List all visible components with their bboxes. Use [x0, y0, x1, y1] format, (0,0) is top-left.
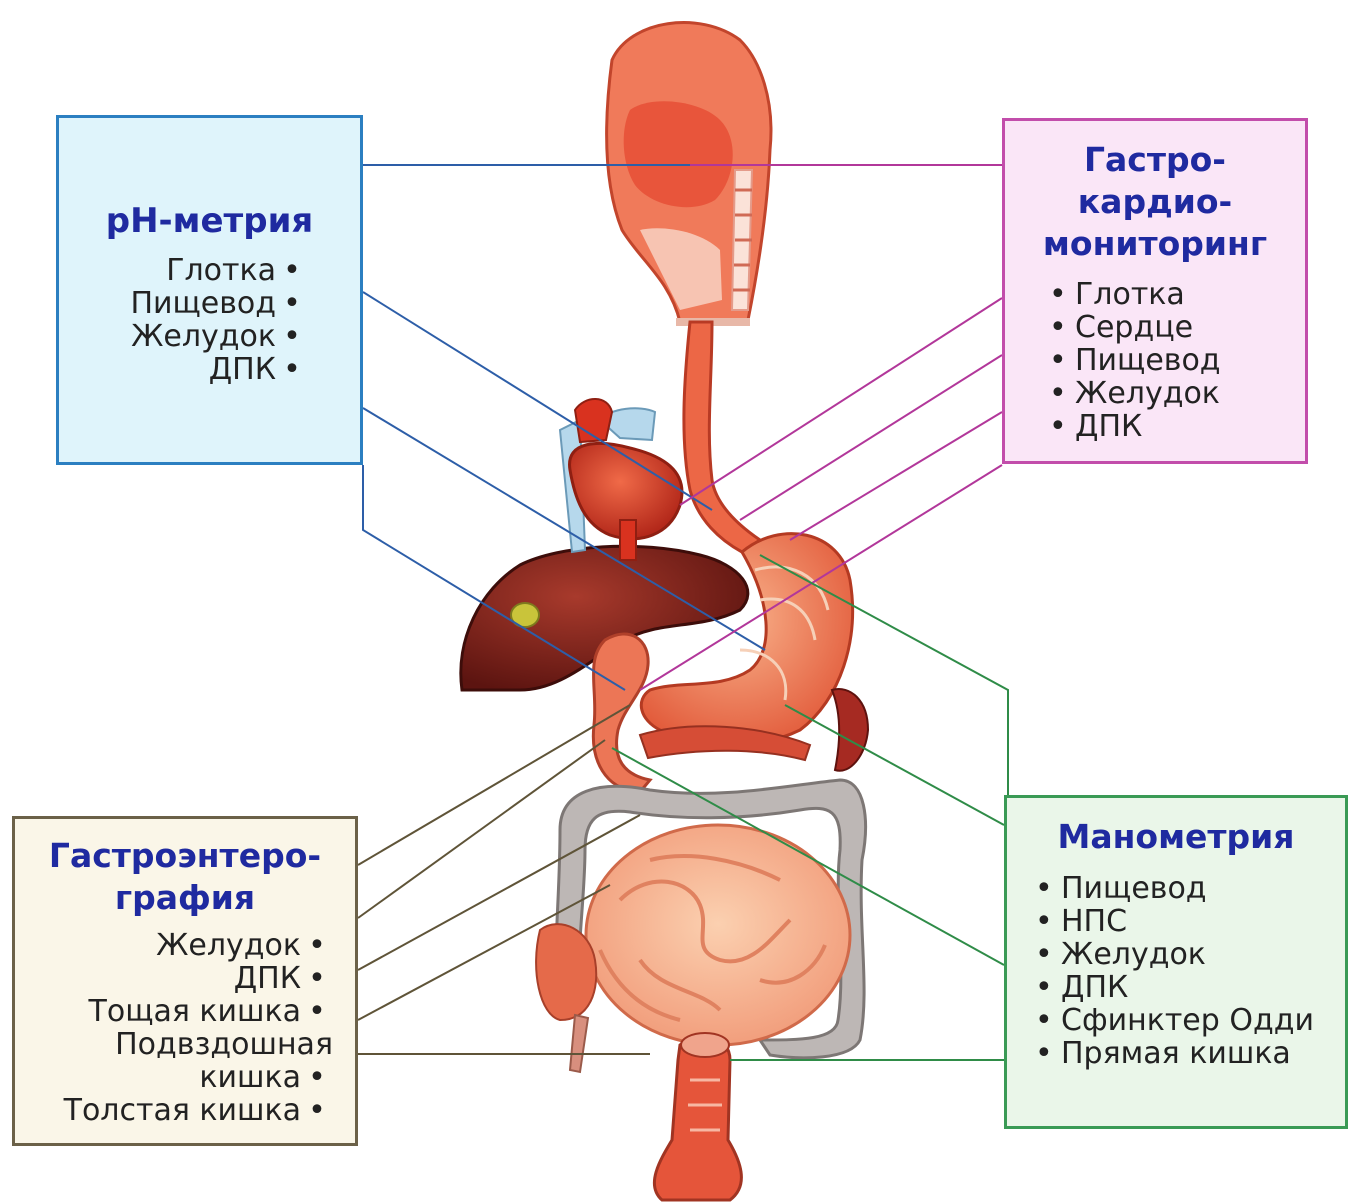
ph-metry-title: рН-метрия: [59, 200, 360, 244]
list-item: Желудок: [15, 929, 333, 962]
list-item: ДПК: [59, 353, 308, 386]
list-item: Прямая кишка: [1035, 1037, 1345, 1070]
list-item: Пищевод: [59, 287, 308, 320]
gastrocardiomonitoring-title: Гастро- кардио- мониторинг: [1005, 139, 1305, 266]
list-item: Пищевод: [1049, 344, 1305, 377]
list-item: ДПК: [1035, 971, 1345, 1004]
list-item: Желудок: [1035, 938, 1345, 971]
list-item: Глотка: [1049, 278, 1305, 311]
list-item: Сердце: [1049, 311, 1305, 344]
title-line: кардио-: [1005, 181, 1305, 223]
title-line: графия: [15, 877, 355, 919]
list-item: Тощая кишка: [15, 995, 333, 1028]
rectum-illustration: [654, 1033, 741, 1200]
manometry-title: Манометрия: [1007, 816, 1345, 858]
list-item: Желудок: [1049, 377, 1305, 410]
gastrocardiomonitoring-box: Гастро- кардио- мониторинг Глотка Сердце…: [1002, 118, 1308, 464]
list-item: Подвздошная кишка: [15, 1028, 333, 1094]
list-item: Желудок: [59, 320, 308, 353]
list-item: ДПК: [15, 962, 333, 995]
ph-metry-box: рН-метрия Глотка Пищевод Желудок ДПК: [56, 115, 363, 465]
manometry-box: Манометрия Пищевод НПС Желудок ДПК Сфинк…: [1004, 795, 1348, 1129]
list-item: НПС: [1035, 905, 1345, 938]
ph-metry-list: Глотка Пищевод Желудок ДПК: [59, 254, 360, 386]
gastroenterography-list: Желудок ДПК Тощая кишка Подвздошная кишк…: [15, 929, 355, 1127]
list-item: ДПК: [1049, 410, 1305, 443]
list-item: Толстая кишка: [15, 1094, 333, 1127]
list-item: Пищевод: [1035, 872, 1345, 905]
list-item: Глотка: [59, 254, 308, 287]
title-line: Гастроэнтеро-: [15, 835, 355, 877]
manometry-list: Пищевод НПС Желудок ДПК Сфинктер Одди Пр…: [1007, 872, 1345, 1070]
list-item: Сфинктер Одди: [1035, 1004, 1345, 1037]
appendix-illustration: [570, 1015, 588, 1072]
gastrocardiomonitoring-list: Глотка Сердце Пищевод Желудок ДПК: [1005, 278, 1305, 443]
title-line: Гастро-: [1005, 139, 1305, 181]
gastroenterography-title: Гастроэнтеро- графия: [15, 835, 355, 919]
gastroenterography-box: Гастроэнтеро- графия Желудок ДПК Тощая к…: [12, 816, 358, 1146]
title-line: мониторинг: [1005, 223, 1305, 265]
pharynx-illustration: [607, 23, 771, 326]
spleen-illustration: [832, 689, 868, 771]
esophagus-illustration: [684, 322, 760, 552]
